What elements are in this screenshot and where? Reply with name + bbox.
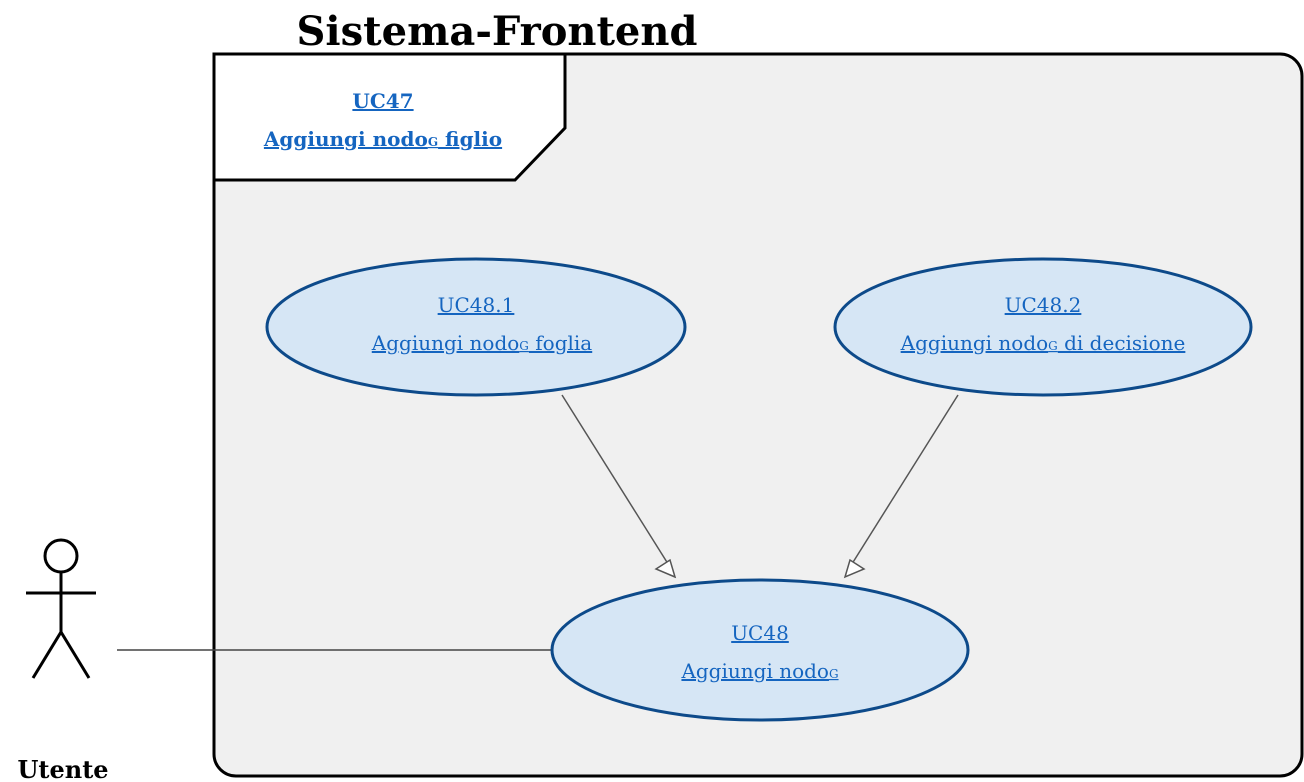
uc48-name-link[interactable]: Aggiungi nodoG (680, 659, 838, 683)
package-tab (212, 52, 567, 182)
package-name-sub: G (428, 135, 438, 149)
uc48-name-sub: G (829, 667, 839, 681)
generalization-arrowhead-2 (843, 558, 866, 579)
uc48-2-name-sub: G (1048, 339, 1058, 353)
use-case-uc48-2[interactable] (833, 257, 1253, 397)
uc48-id-link[interactable]: UC48 (731, 621, 789, 645)
generalization-arrowhead-1 (654, 558, 677, 579)
package-name-main: Aggiungi nodo (263, 127, 428, 151)
actor-label: Utente (17, 755, 108, 782)
actor-right-leg (59, 631, 91, 679)
uc48-name-main: Aggiungi nodo (680, 659, 829, 683)
uc48-1-id-link[interactable]: UC48.1 (438, 293, 515, 317)
actor-head (43, 538, 79, 574)
generalization-line-2 (849, 394, 959, 568)
actor-utente[interactable] (26, 538, 96, 679)
uc48-2-id-link[interactable]: UC48.2 (1005, 293, 1082, 317)
system-title: Sistema-Frontend (297, 8, 698, 55)
uc48-1-name-link[interactable]: Aggiungi nodoG foglia (371, 331, 593, 355)
package-name-tail: figlio (438, 127, 502, 151)
uc48-2-name-link[interactable]: Aggiungi nodoG di decisione (900, 331, 1186, 355)
uc48-1-name-sub: G (519, 339, 529, 353)
uc48-2-name-tail: di decisione (1058, 331, 1186, 355)
actor-left-leg (31, 631, 63, 679)
package-name-link[interactable]: Aggiungi nodoG figlio (263, 127, 502, 151)
uc48-2-name-main: Aggiungi nodo (900, 331, 1049, 355)
system-boundary (212, 52, 1304, 778)
use-case-uc48-1[interactable] (265, 257, 687, 397)
use-case-uc48[interactable] (550, 578, 970, 722)
uc48-1-name-main: Aggiungi nodo (371, 331, 520, 355)
package-id-link[interactable]: UC47 (352, 89, 413, 113)
generalization-line-1 (561, 394, 671, 568)
uc48-1-name-tail: foglia (529, 331, 592, 355)
